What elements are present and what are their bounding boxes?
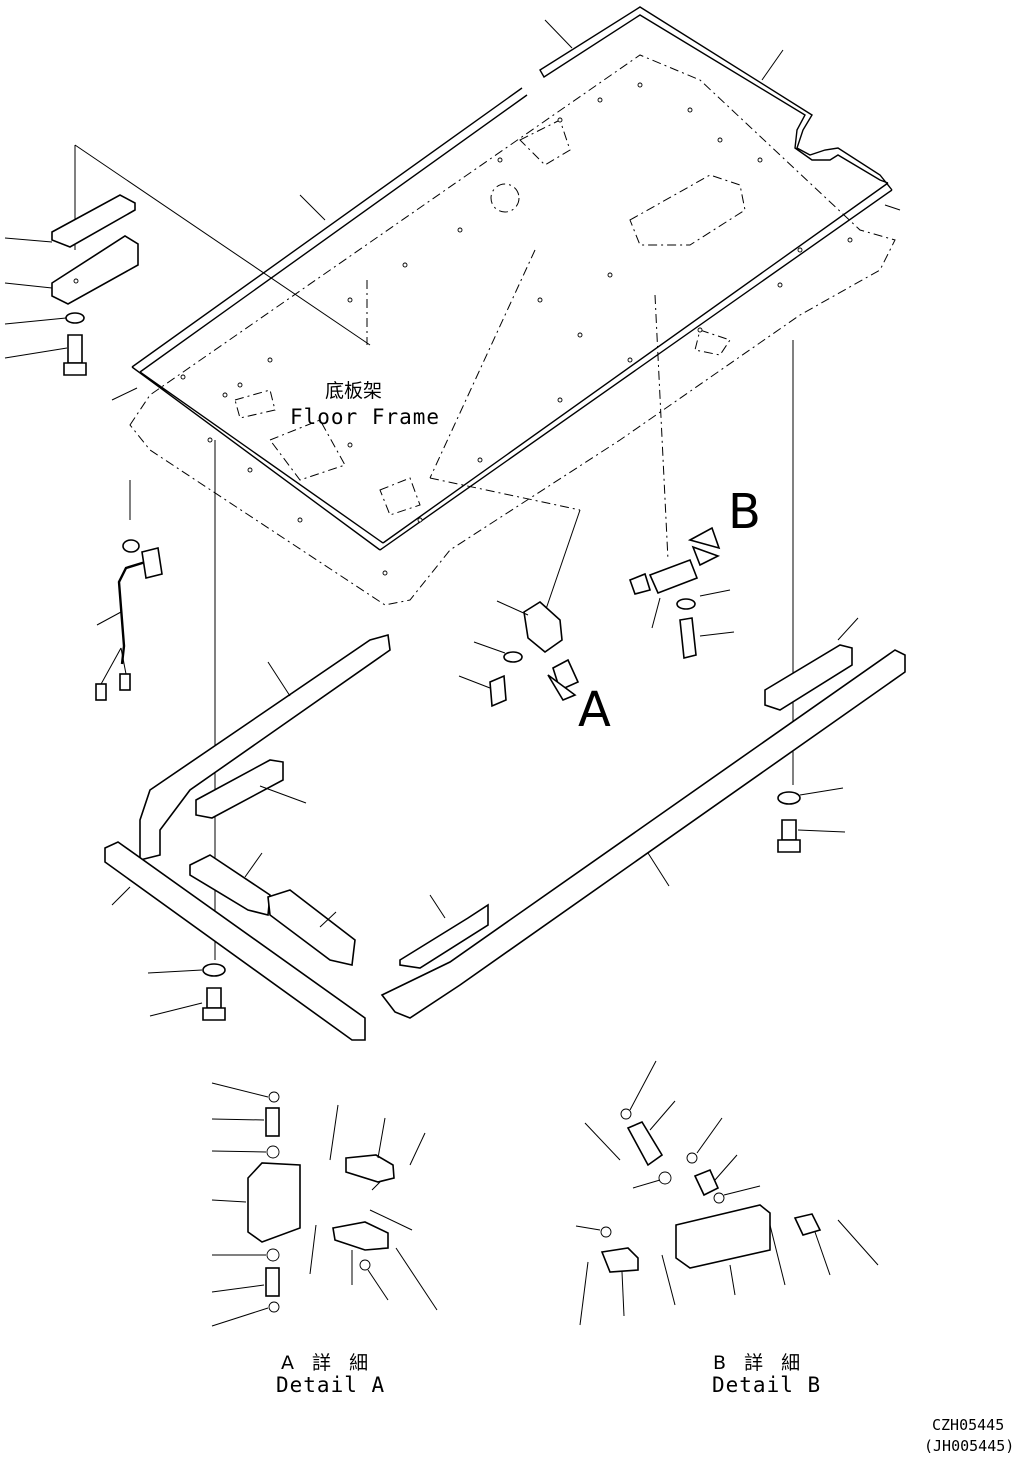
- front-beam: [104, 841, 366, 1041]
- floor-plate: [129, 54, 896, 606]
- detail-b-title-jp: B 詳 細: [713, 1352, 807, 1374]
- detail-a-title-jp: A 詳 細: [281, 1352, 375, 1374]
- left-rail: [139, 633, 391, 862]
- leader-lines: [74, 19, 901, 960]
- detail-a-title-en: Detail A: [276, 1373, 386, 1397]
- lower-fasteners: [147, 787, 846, 1021]
- view-marker-b: B: [728, 484, 761, 540]
- floor-frame-label-jp: 底板架: [325, 380, 383, 402]
- detail-a-drawing: [211, 1082, 438, 1327]
- floor-frame-label-en: Floor Frame: [290, 405, 441, 429]
- center-pads: [189, 759, 356, 966]
- drawing-code: CZH05445: [932, 1416, 1005, 1434]
- view-marker-a: A: [578, 682, 611, 738]
- detail-b-drawing: [575, 1060, 879, 1326]
- floor-holes: [180, 82, 853, 576]
- detail-b-title-en: Detail B: [712, 1373, 822, 1397]
- wire-harness: [95, 539, 163, 701]
- drawing-code-alt: (JH005445): [924, 1437, 1015, 1455]
- floor-frame: [131, 6, 893, 551]
- right-rail: [380, 617, 906, 1019]
- valve-a-assembly: [458, 600, 580, 708]
- left-pads: [4, 194, 139, 376]
- valve-b-assembly: [628, 526, 735, 659]
